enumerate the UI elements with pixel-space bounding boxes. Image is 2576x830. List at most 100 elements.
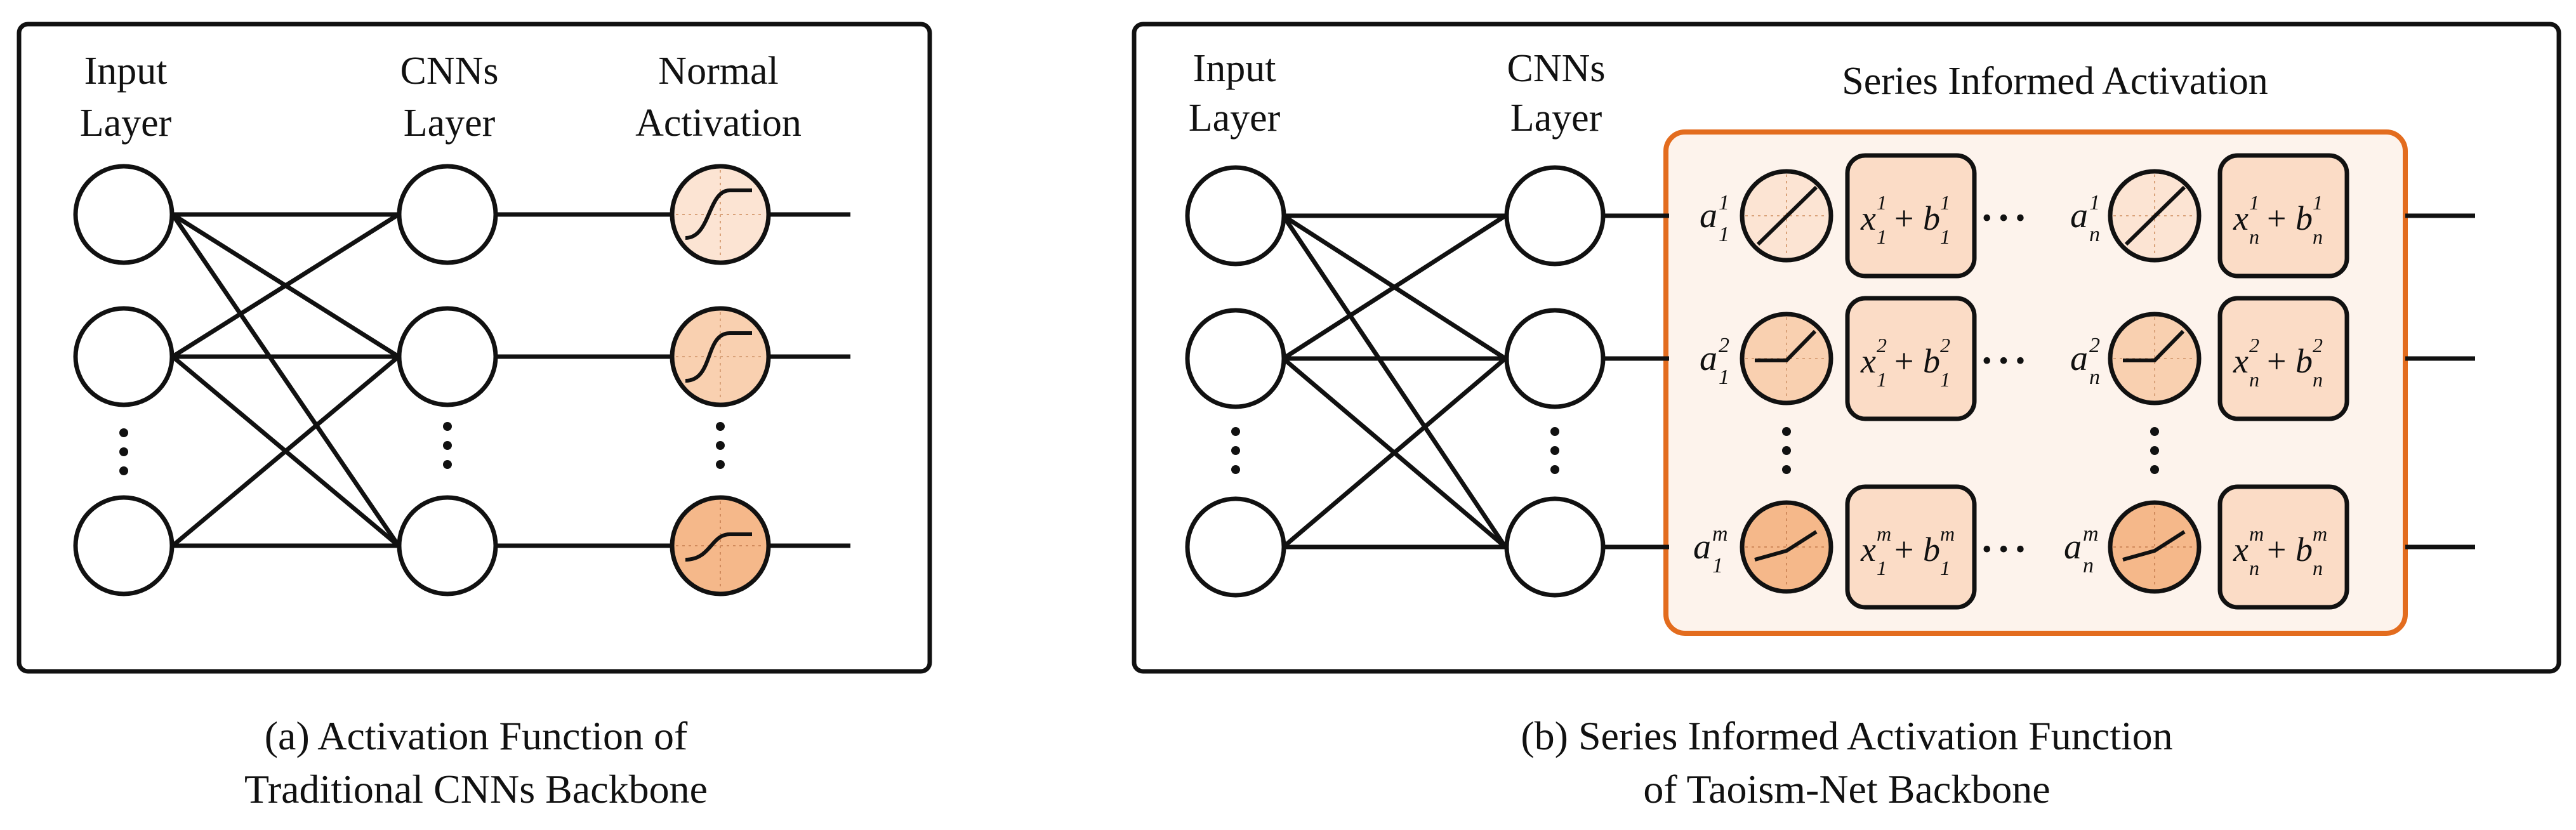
panel-b-input-node <box>1185 165 1286 267</box>
a1-subscript: 1 <box>1712 554 1723 577</box>
sia-affine-box <box>2217 153 2349 279</box>
x-subscript: 1 <box>1877 557 1887 579</box>
an-subscript: n <box>2089 223 2100 246</box>
x-superscript: 2 <box>2249 334 2259 357</box>
sia-affine-box <box>2217 484 2349 610</box>
an-superscript: 1 <box>2089 191 2100 214</box>
an-symbol: a <box>2070 339 2088 378</box>
panel-a-activation-node-1 <box>670 164 771 265</box>
b-superscript: 2 <box>1940 334 1950 357</box>
plus-sign: + <box>1894 342 1913 380</box>
b-superscript: 2 <box>2313 334 2323 357</box>
x-subscript: 1 <box>1877 368 1887 391</box>
panel-b-cnn-label-2: Layer <box>1510 96 1602 140</box>
x-subscript: n <box>2249 368 2259 391</box>
sia-affine-box <box>1845 484 1977 610</box>
series-ellipsis: • • • <box>1982 202 2025 234</box>
panel-a-cnn-ellipsis <box>443 422 452 469</box>
a1-superscript: 1 <box>1719 191 1729 214</box>
b-superscript: 1 <box>1940 191 1950 214</box>
linear-curve <box>2124 185 2186 246</box>
panel-b-cnn-label-1: CNNs <box>1507 47 1605 90</box>
b-symbol: b <box>2295 342 2313 380</box>
caption-a-line-2: Traditional CNNs Backbone <box>244 767 708 812</box>
x-symbol: x <box>2233 530 2249 569</box>
b-symbol: b <box>1923 199 1940 237</box>
an-superscript: 2 <box>2089 334 2100 357</box>
b-subscript: 1 <box>1940 368 1950 391</box>
b-subscript: n <box>2313 225 2323 248</box>
panel-a-cnn-node <box>397 164 498 265</box>
panel-a-input-node <box>73 306 175 407</box>
panel-b-cnn-node <box>1504 165 1606 267</box>
x-symbol: x <box>1860 199 1876 237</box>
an-symbol: a <box>2064 527 2082 567</box>
relu-curve <box>1755 329 1817 362</box>
sia-affine-box <box>2217 296 2349 421</box>
plus-sign: + <box>2267 342 2286 380</box>
b-superscript: m <box>2313 522 2327 545</box>
caption-b-line-1: (b) Series Informed Activation Function <box>1521 713 2173 758</box>
series-ellipsis: • • • <box>1982 345 2025 376</box>
a1-symbol: a <box>1700 339 1717 378</box>
panel-b-input-node <box>1185 308 1286 409</box>
sia-row-m: a 1 m x 1 m + b 1 m • • • a n m x n m + … <box>1693 484 2349 610</box>
a1-subscript: 1 <box>1719 223 1729 246</box>
linear-curve <box>1756 185 1818 246</box>
relu-curve <box>2123 329 2185 362</box>
sia-title: Series Informed Activation <box>1842 60 2268 103</box>
panel-a-act-label-1: Normal <box>658 49 778 93</box>
caption-a-line-1: (a) Activation Function of <box>264 713 688 758</box>
panel-a-activation-node-2 <box>670 306 771 407</box>
panel-a-input-node <box>73 495 175 596</box>
caption-b-line-2: of Taoism-Net Backbone <box>1643 767 2051 812</box>
x-superscript: 1 <box>1877 191 1887 214</box>
sia-vertical-ellipsis <box>1782 427 2159 474</box>
sia-row-2: a 1 2 x 1 2 + b 1 2 • • • a n 2 x n 2 + … <box>1700 296 2349 421</box>
leaky-relu-curve <box>1754 530 1818 562</box>
b-superscript: m <box>1940 522 1955 545</box>
x-subscript: n <box>2249 557 2259 579</box>
panel-a-input-label-2: Layer <box>80 102 172 145</box>
an-subscript: n <box>2083 554 2094 577</box>
panel-b-cnn-node <box>1504 308 1606 409</box>
panel-a-act-label-2: Activation <box>635 102 802 145</box>
panel-a-cnn-label-1: CNNs <box>400 49 498 93</box>
panel-b-cnn-node <box>1504 496 1606 598</box>
x-symbol: x <box>2233 199 2249 237</box>
panel-b-connections <box>1281 213 2475 550</box>
leaky-relu-curve <box>2122 530 2186 562</box>
sia-act-circle <box>2108 500 2202 594</box>
x-superscript: 1 <box>2249 191 2259 214</box>
b-subscript: 1 <box>1940 557 1950 579</box>
b-subscript: 1 <box>1940 225 1950 248</box>
panel-a-input-label-1: Input <box>84 49 168 93</box>
panel-a-cnn-node <box>397 495 498 596</box>
an-subscript: n <box>2089 366 2100 389</box>
x-symbol: x <box>1860 530 1876 569</box>
panel-b-input-label-2: Layer <box>1189 96 1281 140</box>
b-subscript: n <box>2313 557 2323 579</box>
b-symbol: b <box>1923 530 1940 569</box>
caption-b: (b) Series Informed Activation Function … <box>1434 709 2259 816</box>
plus-sign: + <box>1894 199 1913 237</box>
sia-row-1: a 1 1 x 1 1 + b 1 1 • • • a n 1 x n 1 + … <box>1700 153 2349 279</box>
b-symbol: b <box>2295 199 2313 237</box>
panel-a-input-node <box>73 164 175 265</box>
sia-act-circle <box>1740 500 1833 594</box>
panel-a-connections <box>171 212 850 548</box>
b-symbol: b <box>1923 342 1940 380</box>
series-ellipsis: • • • <box>1982 534 2025 565</box>
caption-a: (a) Activation Function of Traditional C… <box>127 709 825 816</box>
a1-superscript: m <box>1712 522 1728 546</box>
panel-b-input-ellipsis <box>1231 427 1240 474</box>
an-symbol: a <box>2070 196 2088 235</box>
panel-b-input-node <box>1185 496 1286 598</box>
sia-affine-box <box>1845 153 1977 279</box>
panel-a-input-ellipsis <box>119 428 128 475</box>
panel-a-activation-ellipsis <box>716 422 725 469</box>
plus-sign: + <box>1894 530 1913 569</box>
x-symbol: x <box>2233 342 2249 380</box>
a1-subscript: 1 <box>1719 366 1729 389</box>
